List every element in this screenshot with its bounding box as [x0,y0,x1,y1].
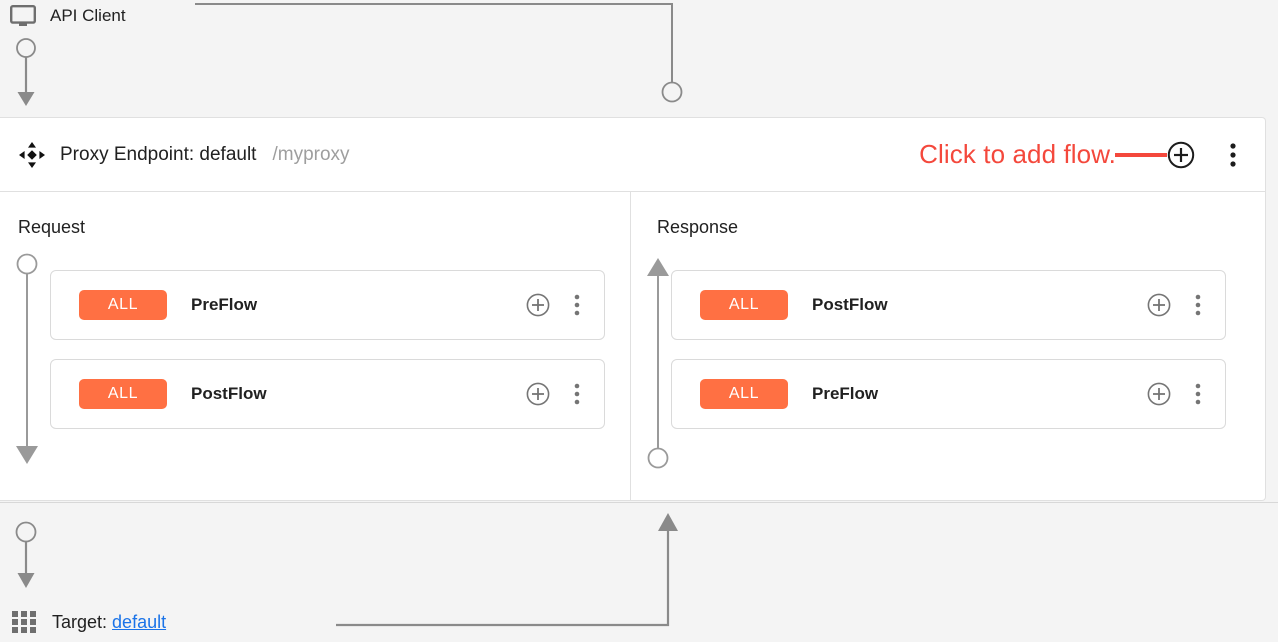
add-flow-annotation: Click to add flow. [919,139,1116,169]
proxy-endpoint-path: /myproxy [272,143,350,165]
target-label: Target: default [52,612,166,633]
flow-badge: ALL [700,290,788,320]
endpoint-menu-button[interactable] [1221,141,1245,169]
endpoint-add-flow-button[interactable] [1167,141,1195,169]
flow-card[interactable]: ALL PreFlow [50,270,605,340]
flow-badge: ALL [700,379,788,409]
api-client-band: API Client [0,0,1278,117]
move-handle-icon[interactable] [18,141,46,169]
target-node[interactable]: Target: default [12,607,166,637]
proxy-endpoint-header: Proxy Endpoint: default /myproxy Click t… [0,118,1265,192]
target-band: Target: default [0,502,1278,642]
request-column: Request ALL PreFlow [0,192,631,501]
flow-badge: ALL [79,290,167,320]
target-to-endpoint-connector [320,507,700,637]
flow-name: PostFlow [191,384,267,403]
target-down-arrow-icon [12,511,42,591]
annotation-pointer-line [1115,152,1167,157]
flow-card[interactable]: ALL PreFlow [671,359,1226,429]
response-column-title: Response [657,217,739,237]
flow-card[interactable]: ALL PostFlow [50,359,605,429]
flow-card[interactable]: ALL PostFlow [671,270,1226,340]
flow-add-button[interactable] [1147,293,1171,317]
grid-icon [12,611,36,633]
flow-name: PreFlow [191,295,258,314]
proxy-endpoint-title: Proxy Endpoint: default [60,143,257,165]
flow-add-button[interactable] [526,382,550,406]
flow-name: PreFlow [812,384,879,403]
target-name-link[interactable]: default [112,611,167,632]
request-flow-direction-arrow-icon [8,252,48,470]
proxy-endpoint-body: Request ALL PreFlow [0,192,1265,501]
response-flow-direction-arrow-icon [639,252,679,470]
monitor-icon [10,5,37,27]
response-flow-list: ALL PostFlow [671,270,1226,448]
target-label-text: Target: [52,611,108,632]
request-flow-list: ALL PreFlow [50,270,605,448]
client-to-endpoint-connector [195,0,695,112]
flow-name: PostFlow [812,295,888,314]
request-column-title: Request [18,217,86,237]
client-down-arrow-icon [12,32,42,110]
api-client-node[interactable]: API Client [10,0,126,32]
flow-add-button[interactable] [1147,382,1171,406]
flow-badge: ALL [79,379,167,409]
flow-menu-button[interactable] [566,293,588,317]
response-column: Response ALL PostFlow [631,192,1265,501]
api-client-label: API Client [50,6,126,25]
flow-menu-button[interactable] [1187,382,1209,406]
flow-add-button[interactable] [526,293,550,317]
flow-menu-button[interactable] [566,382,588,406]
flow-menu-button[interactable] [1187,293,1209,317]
proxy-endpoint-card: Proxy Endpoint: default /myproxy Click t… [0,117,1266,501]
